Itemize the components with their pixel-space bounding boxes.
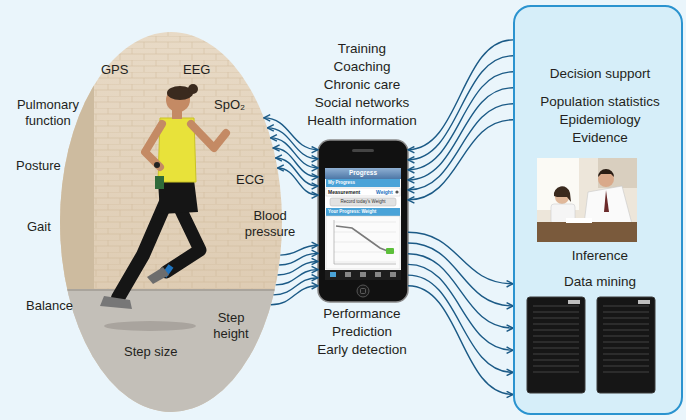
signal-bundle bbox=[271, 245, 318, 304]
node-text: Step size bbox=[124, 344, 177, 360]
node-text: Progress bbox=[325, 170, 401, 177]
annotation-label: Social networks bbox=[282, 95, 442, 111]
node-text: Decision support bbox=[515, 66, 685, 82]
node-text: GPS bbox=[101, 62, 128, 78]
signal-wire bbox=[408, 264, 513, 350]
node-text: Epidemiology bbox=[515, 112, 685, 128]
annotation-label: Chronic care bbox=[282, 77, 442, 93]
node-text: Inference bbox=[515, 248, 685, 264]
node-text: Data mining bbox=[515, 274, 685, 290]
signal-wire bbox=[273, 148, 318, 177]
node-text: Record today's Weight bbox=[330, 200, 396, 205]
node-text: Your Progress: Weight bbox=[328, 210, 376, 215]
node-text: ECG bbox=[236, 172, 264, 188]
sensor-oval: GPSEEGPulmonary functionPostureGaitBalan… bbox=[60, 32, 282, 412]
signal-wire bbox=[408, 254, 513, 328]
signal-wire bbox=[279, 253, 318, 265]
data-panel: Decision supportPopulation statisticsEpi… bbox=[513, 5, 683, 415]
node-text: Population statistics bbox=[515, 94, 685, 110]
node-text: Blood pressure bbox=[240, 208, 300, 239]
meeting-photo bbox=[537, 158, 637, 242]
signal-wire bbox=[277, 168, 318, 195]
signal-wire bbox=[276, 158, 319, 186]
smartphone-drawing bbox=[318, 140, 408, 302]
signal-wire bbox=[408, 88, 513, 180]
annotation-label: Prediction bbox=[292, 324, 432, 340]
server-towers bbox=[527, 297, 655, 393]
signal-wire bbox=[276, 270, 318, 285]
node-text: Evidence bbox=[515, 130, 685, 146]
node-text: Gait bbox=[27, 219, 51, 235]
signal-wire bbox=[278, 262, 318, 276]
signal-wire bbox=[408, 243, 513, 306]
signal-bundle bbox=[264, 118, 318, 195]
node-text: Pulmonary function bbox=[14, 97, 82, 128]
annotation-label: Performance bbox=[292, 306, 432, 322]
annotation-label: Early detection bbox=[292, 342, 432, 358]
annotation-label: Coaching bbox=[282, 59, 442, 75]
annotation-label: Health information bbox=[282, 113, 442, 129]
node-text: Posture bbox=[16, 158, 61, 174]
node-text: Step height bbox=[206, 310, 256, 341]
node-text: Measurement bbox=[328, 190, 360, 195]
signal-wire bbox=[408, 120, 513, 200]
annotation-label: Training bbox=[282, 41, 442, 57]
signal-wire bbox=[408, 56, 513, 160]
signal-wire bbox=[408, 104, 513, 190]
signal-wire bbox=[271, 286, 318, 305]
node-text: My Progress bbox=[328, 181, 355, 186]
signal-bundle bbox=[408, 232, 513, 394]
signal-wire bbox=[267, 128, 318, 159]
signal-bundle bbox=[408, 40, 513, 200]
node-text: EEG bbox=[183, 62, 210, 78]
node-text: Weight bbox=[376, 190, 393, 195]
signal-wire bbox=[408, 232, 513, 283]
smartphone: Progress My ProgressMeasurement WeightReco… bbox=[318, 140, 408, 302]
signal-wire bbox=[408, 286, 513, 395]
node-text: SpO₂ bbox=[214, 97, 245, 113]
node-text: Balance bbox=[26, 298, 73, 314]
signal-wire bbox=[271, 138, 319, 168]
signal-wire bbox=[408, 72, 513, 170]
